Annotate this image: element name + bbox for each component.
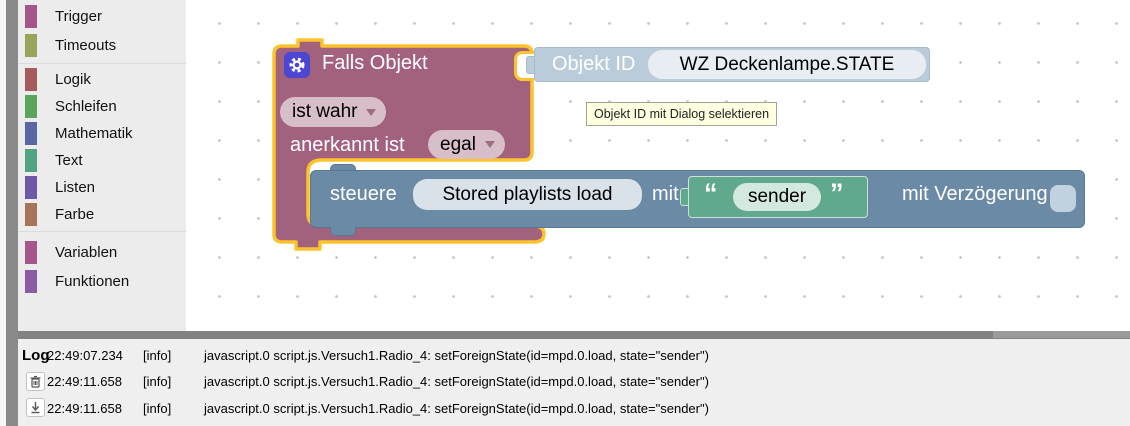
tooltip: Objekt ID mit Dialog selektieren (586, 102, 778, 126)
category-color-chip (25, 68, 37, 91)
objektid-label: Objekt ID (552, 53, 636, 75)
log-level: [info] (143, 348, 172, 363)
category-color-chip (25, 270, 37, 293)
log-panel-title: Log (22, 347, 50, 364)
clear-log-button[interactable] (26, 372, 45, 391)
log-message: javascript.0 script.js.Versuch1.Radio_4:… (204, 348, 709, 363)
download-log-button[interactable] (26, 398, 45, 417)
log-entry: 22:49:07.234 [info] javascript.0 script.… (18, 348, 1130, 366)
category-label: Listen (55, 179, 96, 196)
text-value-field[interactable]: sender (733, 183, 821, 211)
open-quote-icon: “ (704, 178, 718, 208)
toolbox-category-schleifen[interactable]: Schleifen (18, 93, 186, 120)
block-toolbox: Trigger Timeouts Logik Schleifen Mathema… (18, 0, 186, 331)
download-icon (31, 402, 40, 414)
close-quote-icon: ” (830, 178, 844, 208)
trash-icon (30, 375, 41, 388)
objektid-value-field[interactable]: WZ Deckenlampe.STATE (648, 50, 926, 79)
category-label: Funktionen (55, 273, 130, 290)
steuere-oid-field[interactable]: Stored playlists load (413, 179, 642, 210)
toolbox-category-funktionen[interactable]: Funktionen (18, 267, 186, 296)
falls-objekt-title: Falls Objekt (322, 52, 428, 74)
blockly-workspace[interactable]: Falls Objekt ist wahr anerkannt ist egal… (186, 0, 1130, 331)
category-color-chip (25, 34, 37, 57)
category-color-chip (25, 122, 37, 145)
chevron-down-icon (484, 141, 495, 148)
chevron-down-icon (366, 108, 377, 116)
left-gutter (0, 0, 6, 426)
ack-dropdown[interactable]: egal (428, 130, 505, 159)
category-color-chip (25, 95, 37, 118)
toolbox-category-logik[interactable]: Logik (18, 66, 186, 93)
log-level: [info] (143, 374, 172, 389)
toolbox-category-mathematik[interactable]: Mathematik (18, 120, 186, 147)
toolbox-scrollbar[interactable] (6, 0, 18, 426)
gear-glyph (289, 57, 305, 73)
log-entry: 22:49:11.658 [info] javascript.0 script.… (18, 374, 1130, 392)
category-label: Trigger (55, 8, 102, 25)
steuere-bottom-connector (330, 227, 356, 236)
steuere-label: steuere (330, 183, 397, 205)
log-level: [info] (143, 401, 172, 416)
toolbox-category-text[interactable]: Text (18, 147, 186, 174)
toolbox-category-variablen[interactable]: Variablen (18, 238, 186, 267)
log-time: 22:49:07.234 (47, 348, 123, 363)
category-color-chip (25, 5, 37, 28)
category-color-chip (25, 149, 37, 172)
log-time: 22:49:11.658 (47, 401, 122, 416)
toolbox-category-timeouts[interactable]: Timeouts (18, 31, 186, 60)
category-color-chip (25, 176, 37, 199)
category-color-chip (25, 203, 37, 226)
ack-label: anerkannt ist (290, 134, 405, 156)
condition-dropdown-value: ist wahr (292, 101, 358, 122)
steuere-top-connector (330, 164, 356, 172)
category-label: Logik (55, 71, 91, 88)
log-entry: 22:49:11.658 [info] javascript.0 script.… (18, 401, 1130, 419)
category-label: Schleifen (55, 98, 117, 115)
horizontal-scrollbar[interactable] (993, 331, 1130, 338)
category-label: Variablen (55, 244, 118, 261)
category-label: Text (55, 152, 83, 169)
delay-label: mit Verzögerung (902, 183, 1048, 205)
category-label: Mathematik (55, 125, 133, 142)
toolbox-group-standard: Logik Schleifen Mathematik Text Listen F… (18, 64, 186, 232)
steuere-with-label: mit (652, 183, 679, 205)
condition-dropdown[interactable]: ist wahr (280, 97, 387, 127)
mutator-gear-icon[interactable] (284, 52, 310, 78)
category-label: Timeouts (55, 37, 117, 54)
toolbox-group-trigger: Trigger Timeouts (18, 0, 186, 64)
falls-objekt-block[interactable] (186, 0, 1130, 331)
delay-checkbox[interactable] (1050, 185, 1076, 212)
toolbox-category-farbe[interactable]: Farbe (18, 201, 186, 228)
category-label: Farbe (55, 206, 95, 223)
log-panel: Log 22:49:07.234 [info] javascript.0 scr… (18, 339, 1130, 426)
log-message: javascript.0 script.js.Versuch1.Radio_4:… (204, 374, 709, 389)
ack-dropdown-value: egal (440, 133, 476, 155)
log-time: 22:49:11.658 (47, 374, 122, 389)
toolbox-category-trigger[interactable]: Trigger (18, 2, 186, 31)
log-message: javascript.0 script.js.Versuch1.Radio_4:… (204, 401, 709, 416)
category-color-chip (25, 241, 37, 264)
toolbox-group-custom: Variablen Funktionen (18, 232, 186, 299)
toolbox-category-listen[interactable]: Listen (18, 174, 186, 201)
log-splitter[interactable] (18, 331, 1130, 339)
